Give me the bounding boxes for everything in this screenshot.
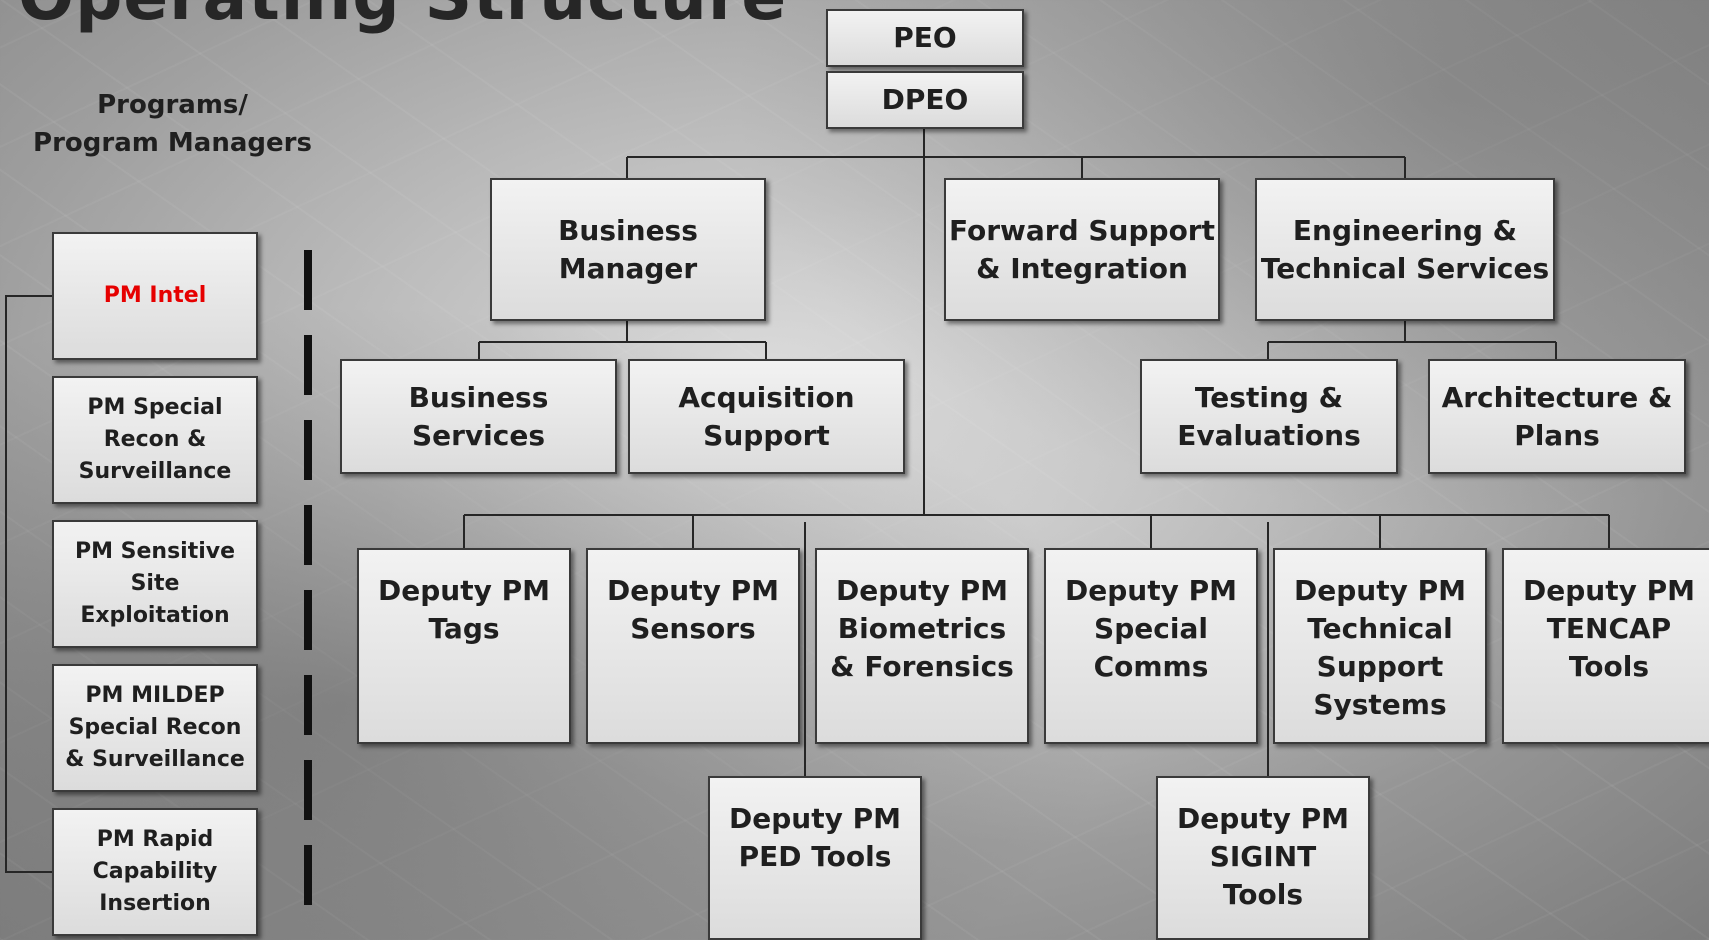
box-label-line: Special Recon bbox=[68, 715, 242, 740]
box-label-line: PM Intel bbox=[103, 283, 207, 308]
org-box-deputy-biometrics[interactable]: Deputy PM Biometrics & Forensics bbox=[815, 548, 1029, 744]
org-box-deputy-tags[interactable]: Deputy PM Tags bbox=[357, 548, 571, 744]
org-box-business-services[interactable]: Business Services bbox=[340, 359, 617, 474]
org-box-architecture-plans[interactable]: Architecture & Plans bbox=[1428, 359, 1686, 474]
box-label-line: PM Special bbox=[87, 395, 223, 420]
box-label-line: Recon & bbox=[103, 427, 207, 452]
box-label-line: Deputy PM bbox=[729, 802, 901, 835]
box-label-line: Tags bbox=[428, 612, 500, 645]
box-label-line: Architecture & bbox=[1441, 380, 1673, 414]
box-label-line: SIGINT bbox=[1209, 840, 1317, 873]
org-box-business-manager[interactable]: Business Manager bbox=[490, 178, 766, 321]
box-label-line: Sensors bbox=[630, 612, 756, 645]
box-label: DPEO bbox=[881, 83, 969, 116]
program-box-pm-sensitive-site[interactable]: PM Sensitive Site Exploitation bbox=[52, 520, 258, 648]
box-label-line: Business bbox=[558, 213, 698, 247]
box-label-line: Deputy PM bbox=[1294, 574, 1466, 607]
box-label-line: Support bbox=[1316, 650, 1444, 683]
org-box-deputy-special-comms[interactable]: Deputy PM Special Comms bbox=[1044, 548, 1258, 744]
box-label-line: Surveillance bbox=[78, 459, 232, 484]
box-label-line: Deputy PM bbox=[1523, 574, 1695, 607]
box-label-line: PM Sensitive bbox=[74, 539, 236, 564]
org-box-deputy-ped-tools[interactable]: Deputy PM PED Tools bbox=[708, 776, 922, 940]
org-box-acquisition-support[interactable]: Acquisition Support bbox=[628, 359, 905, 474]
box-label-line: Technical Services bbox=[1260, 251, 1550, 285]
box-label-line: Comms bbox=[1093, 650, 1209, 683]
box-label-line: Business bbox=[408, 380, 549, 414]
program-box-pm-intel[interactable]: PM Intel bbox=[52, 232, 258, 360]
box-label-line: Insertion bbox=[99, 891, 211, 916]
box-label-line: Testing & bbox=[1194, 380, 1344, 414]
org-box-deputy-sigint-tools[interactable]: Deputy PM SIGINT Tools bbox=[1156, 776, 1370, 940]
org-box-deputy-technical-support[interactable]: Deputy PM Technical Support Systems bbox=[1273, 548, 1487, 744]
program-box-pm-mildep[interactable]: PM MILDEP Special Recon & Surveillance bbox=[52, 664, 258, 792]
programs-heading: Programs/ Program Managers bbox=[25, 86, 320, 162]
box-label-line: Tools bbox=[1568, 650, 1650, 683]
program-box-pm-rapid-capability[interactable]: PM Rapid Capability Insertion bbox=[52, 808, 258, 936]
box-label: PEO bbox=[893, 21, 957, 54]
box-label-line: Deputy PM bbox=[836, 574, 1008, 607]
org-box-forward-support[interactable]: Forward Support & Integration bbox=[944, 178, 1220, 321]
box-label-line: Technical bbox=[1307, 612, 1453, 645]
org-box-deputy-sensors[interactable]: Deputy PM Sensors bbox=[586, 548, 800, 744]
programs-heading-line: Programs/ bbox=[97, 90, 248, 120]
box-label-line: Systems bbox=[1313, 688, 1447, 721]
box-label-line: Support bbox=[703, 418, 830, 452]
program-box-pm-special-recon[interactable]: PM Special Recon & Surveillance bbox=[52, 376, 258, 504]
box-label-line: Engineering & bbox=[1292, 213, 1518, 247]
box-label-line: PM MILDEP bbox=[85, 683, 225, 708]
box-label-line: & Surveillance bbox=[65, 747, 245, 772]
org-box-engineering[interactable]: Engineering & Technical Services bbox=[1255, 178, 1555, 321]
box-label-line: Manager bbox=[558, 251, 698, 285]
page-title: Operating Structure bbox=[18, 0, 787, 35]
box-label-line: Biometrics bbox=[837, 612, 1007, 645]
box-label-line: Special bbox=[1094, 612, 1208, 645]
box-label-line: & Integration bbox=[976, 251, 1188, 285]
org-box-testing-evaluations[interactable]: Testing & Evaluations bbox=[1140, 359, 1398, 474]
org-box-deputy-tencap[interactable]: Deputy PM TENCAP Tools bbox=[1502, 548, 1709, 744]
box-label-line: Deputy PM bbox=[607, 574, 779, 607]
box-label-line: Plans bbox=[1514, 418, 1600, 452]
box-label-line: Services bbox=[411, 418, 546, 452]
box-label-line: Capability bbox=[92, 859, 218, 884]
box-label-line: Deputy PM bbox=[1065, 574, 1237, 607]
org-box-dpeo[interactable]: DPEO bbox=[826, 71, 1024, 129]
org-box-peo[interactable]: PEO bbox=[826, 9, 1024, 67]
box-label-line: Evaluations bbox=[1177, 418, 1361, 452]
box-label-line: Tools bbox=[1222, 878, 1304, 911]
box-label-line: PM Rapid bbox=[96, 827, 214, 852]
box-label-line: Site bbox=[130, 571, 180, 596]
box-label-line: Forward Support bbox=[948, 213, 1215, 247]
box-label-line: PED Tools bbox=[738, 840, 892, 873]
box-label-line: Acquisition bbox=[678, 380, 855, 414]
box-label-line: Deputy PM bbox=[1177, 802, 1349, 835]
box-label-line: & Forensics bbox=[830, 650, 1014, 683]
box-label-line: Deputy PM bbox=[378, 574, 550, 607]
box-label-line: TENCAP bbox=[1546, 612, 1672, 645]
box-label-line: Exploitation bbox=[80, 603, 230, 628]
programs-heading-line: Program Managers bbox=[33, 128, 312, 158]
